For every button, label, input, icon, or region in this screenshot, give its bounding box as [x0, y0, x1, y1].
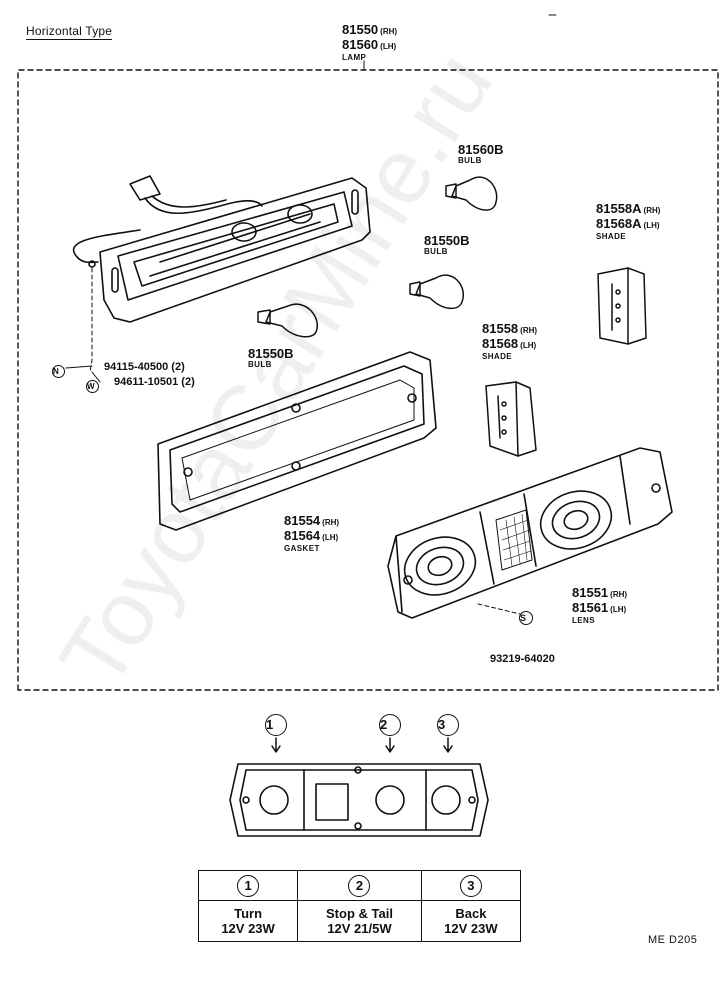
bulb-top-label: 81560B BULB — [458, 143, 504, 165]
shade-a-label: 81558A(RH) 81568A(LH) SHADE — [596, 202, 660, 241]
shade — [485, 381, 537, 457]
lens-tag-lh: (LH) — [610, 605, 627, 614]
nut-part-number: 94115-40500 (2) — [104, 361, 185, 373]
shade-a-tag-lh: (LH) — [643, 221, 660, 230]
bulb-top-part-number: 81560B — [458, 142, 504, 157]
bulb-mid-name: BULB — [424, 247, 448, 256]
screw-marker-letter: S — [519, 611, 533, 625]
gasket — [157, 351, 437, 531]
stop-tail-spec: 12V 21/5W — [327, 921, 392, 936]
position-1: 1 — [265, 714, 287, 736]
table-header-3-number: 3 — [459, 874, 482, 897]
shade-a — [597, 267, 647, 345]
lens-part-number-lh: 81561 — [572, 600, 609, 615]
shade-part-number-lh: 81568 — [482, 336, 519, 351]
nut-marker-letter: N — [52, 365, 65, 378]
lamp-housing — [72, 175, 371, 323]
lamp-name: LAMP — [342, 53, 367, 62]
bulb-top — [445, 176, 498, 211]
shade-a-part-number-lh: 81568A — [596, 216, 642, 231]
stop-tail-name: Stop & Tail — [326, 906, 393, 921]
bulb-top-name: BULB — [458, 156, 482, 165]
shade-a-tag-rh: (RH) — [643, 206, 661, 215]
turn-spec: 12V 23W — [221, 921, 275, 936]
lens-tag-rh: (RH) — [610, 590, 628, 599]
table-header-3: 3 — [420, 870, 522, 901]
shade-name: SHADE — [482, 352, 513, 361]
lamp-tag-lh: (LH) — [380, 42, 397, 51]
lens-label: 81551(RH) 81561(LH) LENS — [572, 586, 627, 625]
shade-tag-rh: (RH) — [520, 326, 538, 335]
gasket-part-number-rh: 81554 — [284, 513, 321, 528]
assembly-boundary — [17, 69, 719, 691]
washer-part-number: 94611-10501 (2) — [114, 376, 195, 388]
lamp-label: 81550(RH) 81560(LH) LAMP — [342, 23, 397, 62]
lamp-part-number-rh: 81550 — [342, 22, 379, 37]
bulb-left-part-number: 81550B — [248, 346, 294, 361]
bulb-mid-part-number: 81550B — [424, 233, 470, 248]
shade-a-part-number-rh: 81558A — [596, 201, 642, 216]
bulb-left-label: 81550B BULB — [248, 347, 294, 369]
bulb-left — [257, 303, 319, 338]
lens-name: LENS — [572, 616, 595, 625]
lamp-tag-rh: (RH) — [380, 27, 398, 36]
gasket-part-number-lh: 81564 — [284, 528, 321, 543]
turn-name: Turn — [234, 906, 263, 921]
position-3-number: 3 — [437, 714, 459, 736]
back-spec: 12V 23W — [444, 921, 498, 936]
bulb-mid-label: 81550B BULB — [424, 234, 470, 256]
gasket-tag-lh: (LH) — [322, 533, 339, 542]
lamp-part-number-lh: 81560 — [342, 37, 379, 52]
table-header-2: 2 — [297, 870, 422, 901]
screw-marker: S — [519, 608, 533, 626]
position-3: 3 — [437, 714, 459, 736]
gasket-name: GASKET — [284, 544, 320, 553]
position-1-number: 1 — [265, 714, 287, 736]
table-header-1-number: 1 — [237, 874, 260, 897]
diagram-title: Horizontal Type — [26, 24, 113, 40]
lens-part-number-rh: 81551 — [572, 585, 609, 600]
nut-marker: N — [52, 361, 65, 379]
back-name: Back — [455, 906, 487, 921]
table-header-2-number: 2 — [348, 874, 371, 897]
bulb-mid — [409, 274, 465, 310]
lens-front-view — [229, 763, 489, 837]
washer-marker-letter: W — [86, 380, 99, 393]
shade-a-name: SHADE — [596, 232, 627, 241]
lens — [387, 447, 673, 619]
position-2-number: 2 — [379, 714, 401, 736]
figure-code: ME D205 — [648, 934, 698, 946]
shade-part-number-rh: 81558 — [482, 321, 519, 336]
screw-part-number: 93219-64020 — [490, 653, 555, 665]
gasket-tag-rh: (RH) — [322, 518, 340, 527]
bulb-left-name: BULB — [248, 360, 272, 369]
table-header-1: 1 — [197, 870, 299, 901]
shade-tag-lh: (LH) — [520, 341, 537, 350]
position-arrows — [271, 737, 453, 753]
shade-label: 81558(RH) 81568(LH) SHADE — [482, 322, 537, 361]
position-2: 2 — [379, 714, 401, 736]
gasket-label: 81554(RH) 81564(LH) GASKET — [284, 514, 339, 553]
washer-marker: W — [86, 376, 99, 394]
